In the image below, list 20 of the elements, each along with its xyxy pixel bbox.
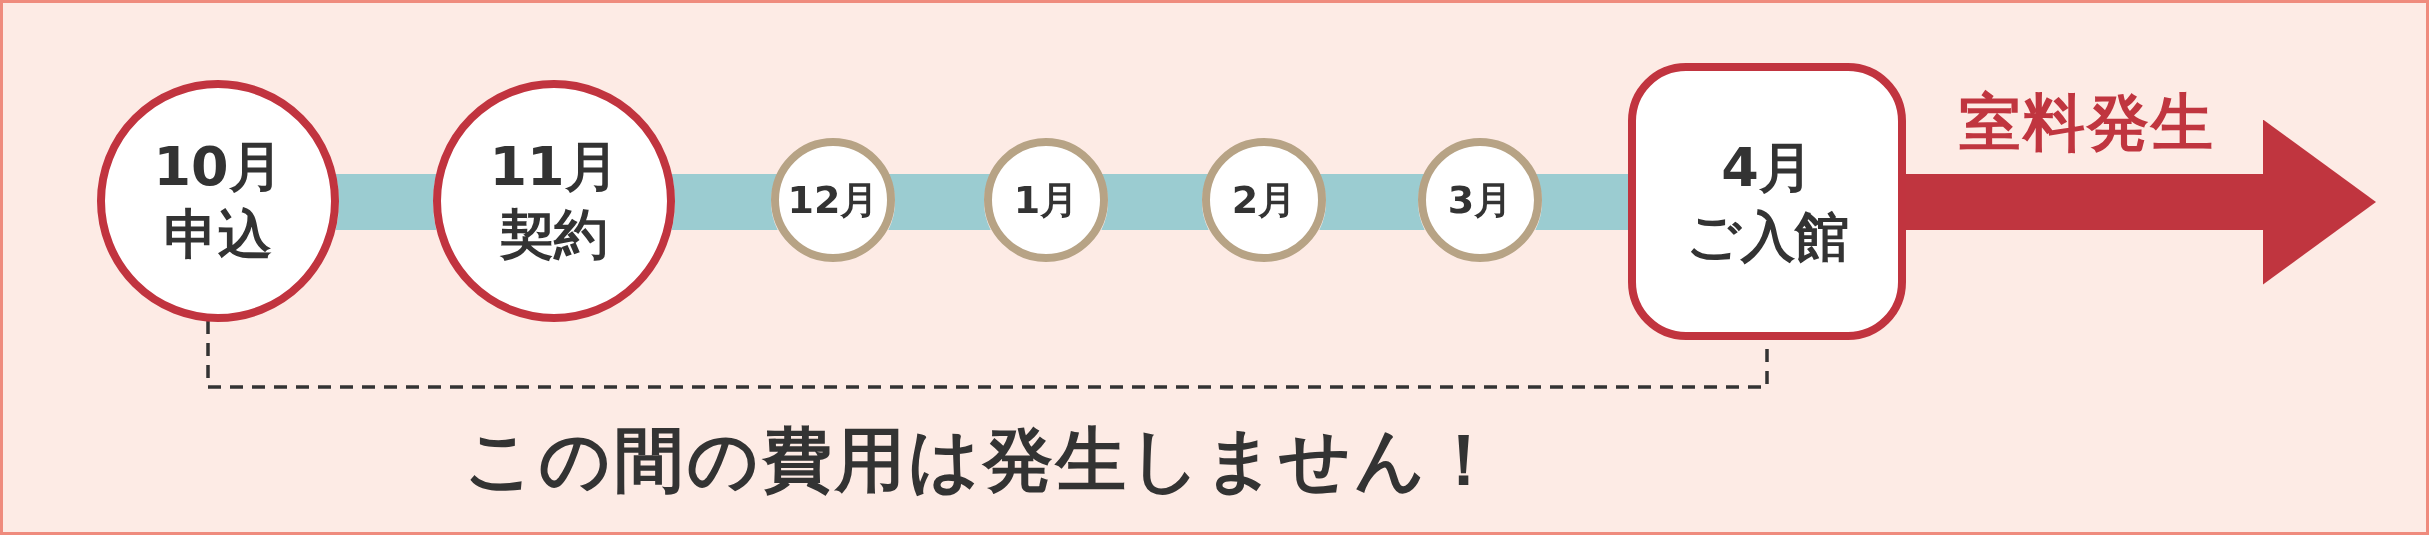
timeline-bar <box>888 174 991 230</box>
month-label: 3月 <box>1447 177 1513 223</box>
milestone-box <box>1628 63 1906 340</box>
timeline-bar <box>335 174 437 230</box>
event-label: ご入館 <box>1685 203 1849 270</box>
month-label: 4月 <box>1721 134 1813 201</box>
timeline-bar <box>1101 174 1209 230</box>
event-label: 契約 <box>500 202 608 268</box>
edge-label: 室料発生 <box>1959 87 2215 159</box>
arrow <box>1906 119 2376 285</box>
month-label: 11月 <box>489 134 619 200</box>
month-label: 1月 <box>1013 177 1079 223</box>
timeline-bar <box>1535 174 1628 230</box>
month-label: 2月 <box>1231 177 1297 223</box>
timeline-bar <box>1319 174 1425 230</box>
timeline-bar <box>671 174 778 230</box>
event-label: 申込 <box>164 202 272 268</box>
month-label: 10月 <box>153 134 283 200</box>
month-label: 12月 <box>787 177 879 223</box>
note-text: この間の費用は発生しません！ <box>464 419 1502 501</box>
